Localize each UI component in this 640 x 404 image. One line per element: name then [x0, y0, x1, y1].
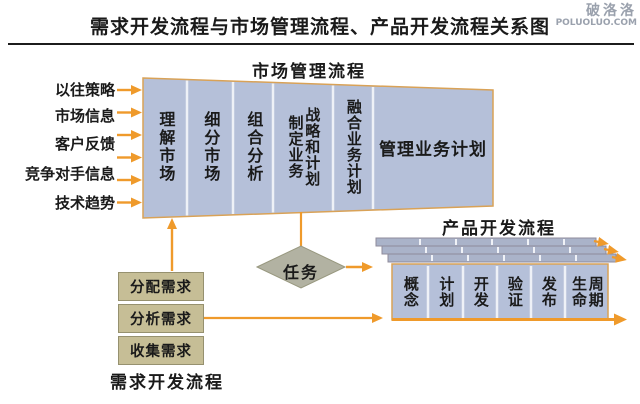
input-label-market-info: 市场信息 — [54, 107, 115, 125]
req-box-analyze: 分析需求 — [118, 304, 204, 333]
product-phase-row: 概念 计划 开发 验证 发布 生命 周期 — [392, 264, 608, 320]
watermark: 破洛洛 POLUOLUO.COM — [553, 3, 639, 30]
market-stage-label-line1: 制定业务 — [286, 115, 305, 179]
market-stage-label: 融合业务计划 — [344, 99, 363, 195]
watermark-name: 破洛洛 — [586, 3, 637, 19]
market-stage-label-line2: 战略和计划 — [303, 107, 322, 187]
phase-label: 计划 — [437, 276, 456, 308]
product-phase-develop: 开发 — [463, 264, 497, 320]
phase-label: 概念 — [401, 276, 420, 308]
watermark-site: POLUOLUO.COM — [555, 18, 637, 29]
market-stage-dividers — [185, 80, 375, 216]
diagram-title: 需求开发流程与市场管理流程、产品开发流程关系图 — [89, 16, 550, 38]
task-diamond-label: 任务 — [282, 263, 319, 282]
market-stage-manage-business-plan: 管理业务计划 — [373, 84, 493, 210]
phase-label-line1: 生命 — [570, 276, 588, 308]
market-stage-label: 细分市场 — [201, 111, 221, 183]
task-diamond — [255, 245, 347, 289]
phase-label: 开发 — [471, 276, 490, 308]
req-box-allocate: 分配需求 — [118, 272, 204, 301]
phase-label-line2: 周期 — [586, 276, 605, 308]
req-box-collect: 收集需求 — [118, 336, 204, 365]
market-stage-portfolio-analysis: 组合分析 — [233, 84, 273, 210]
input-label-customer-feedback: 客户反馈 — [54, 135, 115, 153]
title-underline — [8, 43, 634, 45]
input-label-tech-trend: 技术趋势 — [54, 194, 115, 212]
product-back-cards — [375, 236, 627, 263]
market-stage-label: 理解市场 — [156, 111, 176, 183]
input-arrows — [117, 85, 142, 208]
phase-label: 发布 — [539, 276, 558, 308]
requirement-process-title: 需求开发流程 — [110, 373, 224, 393]
product-phase-release: 发布 — [531, 264, 565, 320]
product-phase-verify: 验证 — [497, 264, 531, 320]
market-stage-business-strategy-plan: 制定业务 战略和计划 — [273, 84, 333, 210]
product-phase-dividers — [426, 266, 567, 318]
product-phase-concept: 概念 — [392, 264, 428, 320]
input-label-competitor-info: 竞争对手信息 — [24, 165, 115, 183]
market-stage-understand-market: 理解市场 — [143, 84, 187, 210]
market-process-funnel — [142, 77, 494, 219]
market-stage-label: 管理业务计划 — [379, 139, 487, 160]
market-stage-label: 组合分析 — [244, 111, 264, 183]
back-card-arrows — [593, 236, 627, 263]
product-process-title: 产品开发流程 — [442, 219, 556, 239]
product-phase-plan: 计划 — [428, 264, 463, 320]
input-label-past-strategy: 以往策略 — [54, 81, 115, 99]
market-stage-integrate-business-plan: 融合业务计划 — [333, 84, 373, 210]
phase-label: 验证 — [505, 276, 524, 308]
product-phase-lifecycle: 生命 周期 — [565, 264, 608, 320]
market-stage-segment-market: 细分市场 — [187, 84, 233, 210]
market-process-title: 市场管理流程 — [252, 62, 366, 82]
